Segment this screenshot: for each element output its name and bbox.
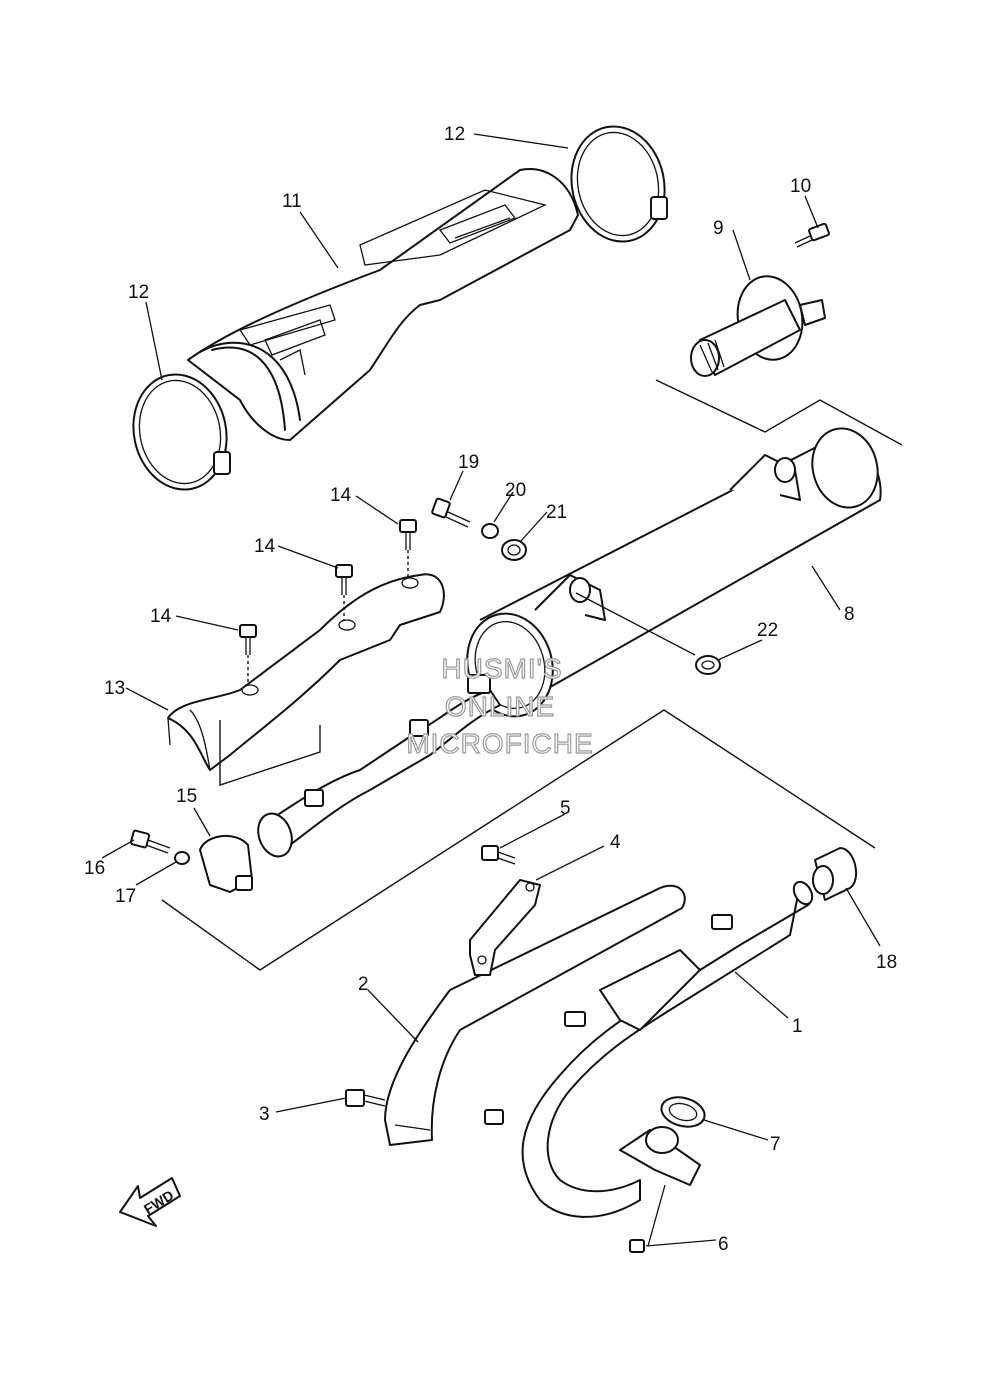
nut-6 <box>629 1239 645 1253</box>
assembly-outline-upper <box>655 379 903 446</box>
callout-13: 13 <box>104 678 125 699</box>
muffler-protector <box>187 168 579 441</box>
callout-9: 9 <box>713 218 724 239</box>
inlet-pipe <box>257 674 501 858</box>
leader-lines <box>101 133 881 1247</box>
assembly-outline-lower <box>161 709 876 971</box>
callout-21: 21 <box>546 502 567 523</box>
bolt-14-c <box>399 519 417 550</box>
callout-16: 16 <box>84 858 105 879</box>
alignment-lines-14 <box>247 550 409 685</box>
washer-17 <box>174 851 190 865</box>
bolt-14-b <box>335 564 353 595</box>
watermark: HUSMI'S ONLINE MICROFICHE <box>406 652 594 759</box>
grommet-21 <box>501 539 527 561</box>
clamp-band-left <box>132 373 231 491</box>
callout-14-b: 14 <box>254 536 276 557</box>
gasket-7 <box>660 1096 706 1128</box>
callout-4: 4 <box>610 832 621 853</box>
callout-19: 19 <box>458 452 479 473</box>
gasket-18 <box>812 847 858 901</box>
exhaust-pipe <box>521 880 814 1218</box>
washer-20 <box>481 523 499 539</box>
callout-1: 1 <box>792 1016 803 1037</box>
callout-3: 3 <box>259 1104 270 1125</box>
callout-14-c: 14 <box>330 485 352 506</box>
screw-10 <box>794 222 830 248</box>
clamp-15 <box>199 834 253 893</box>
bracket-4 <box>469 879 541 976</box>
bolt-16 <box>129 829 171 854</box>
watermark-line-3: MICROFICHE <box>406 728 593 759</box>
callout-8: 8 <box>844 604 855 625</box>
assembly-outline-mid <box>219 720 321 786</box>
pipe-protector <box>167 573 445 771</box>
callout-12-top: 12 <box>444 124 465 145</box>
clamp-band-right <box>570 125 668 243</box>
callout-17: 17 <box>115 886 136 907</box>
callout-12-left: 12 <box>128 282 149 303</box>
callout-20: 20 <box>505 480 526 501</box>
spark-arrester <box>690 275 826 377</box>
bolt-14-a <box>239 624 257 655</box>
callout-18: 18 <box>876 952 897 973</box>
callout-2: 2 <box>358 974 369 995</box>
fwd-arrow-icon: FWD <box>119 1177 181 1227</box>
bolt-19 <box>431 497 471 528</box>
exhaust-flange <box>619 1126 701 1186</box>
callout-11: 11 <box>282 191 302 212</box>
bolt-5 <box>481 845 516 865</box>
watermark-line-1: HUSMI'S <box>441 653 562 684</box>
callout-6: 6 <box>718 1234 729 1255</box>
callout-10: 10 <box>790 176 811 197</box>
callout-5: 5 <box>560 798 571 819</box>
exhaust-pipe-protector <box>384 884 686 1146</box>
callout-22: 22 <box>757 620 778 641</box>
collar-22 <box>695 655 721 675</box>
callout-7: 7 <box>770 1134 781 1155</box>
callout-14-a: 14 <box>150 606 172 627</box>
callout-15: 15 <box>176 786 197 807</box>
watermark-line-2: ONLINE <box>445 691 555 722</box>
bolt-3 <box>345 1089 386 1107</box>
